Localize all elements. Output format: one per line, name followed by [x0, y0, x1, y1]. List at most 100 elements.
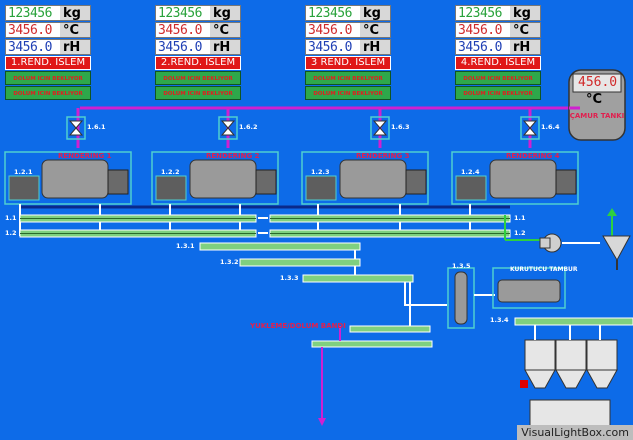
conveyor-1-3-1[interactable] — [199, 242, 361, 251]
conveyor-1-1-left[interactable] — [19, 214, 257, 223]
temp-unit: °C — [63, 22, 80, 38]
status-line-1: DOLUM ICIN BEKLIYOR — [155, 71, 241, 85]
weight-unit: kg — [63, 5, 81, 21]
conveyor-1-2-left[interactable] — [19, 229, 257, 238]
watermark: VisualLightBox.com — [517, 425, 633, 440]
cyclone — [602, 235, 631, 270]
humidity-unit: rH — [63, 39, 81, 55]
temp-value: 3456.0 — [6, 23, 60, 38]
temp-unit: °C — [363, 22, 380, 38]
humidity-value: 3456.0 — [156, 40, 210, 55]
conveyor-tag-1-1-left: 1.1 — [5, 214, 17, 222]
conveyor-1-1-right[interactable] — [269, 214, 511, 223]
status-line-2: DOLUM ICIN BEKLIYOR — [455, 86, 541, 100]
humidity-unit: rH — [363, 39, 381, 55]
conveyor-1-3-3[interactable] — [302, 274, 414, 283]
process-title-button[interactable]: 4.REND. ISLEM — [455, 56, 541, 70]
humidity-unit: rH — [513, 39, 531, 55]
machine-label-3: RENDERING 3 — [356, 152, 410, 160]
temp-value: 3456.0 — [156, 23, 210, 38]
weight-value: 123456 — [6, 6, 60, 21]
machine-id-1: 1.2.1 — [14, 168, 33, 176]
status-line-2: DOLUM ICIN BEKLIYOR — [155, 86, 241, 100]
tank-label: ÇAMUR TANKI — [569, 112, 625, 120]
valve-1-6-4[interactable] — [520, 116, 540, 140]
conveyor-out-1[interactable] — [349, 325, 431, 333]
fan[interactable] — [539, 233, 562, 253]
conveyor-tag-1-3-1: 1.3.1 — [176, 242, 195, 250]
temp-row: 3456.0°C — [455, 22, 541, 38]
tank-temp-value: 456.0 — [578, 75, 618, 90]
weight-value: 123456 — [456, 6, 510, 21]
temp-value: 3456.0 — [456, 23, 510, 38]
conveyor-1-3-2[interactable] — [239, 258, 361, 267]
status-line-2: DOLUM ICIN BEKLIYOR — [305, 86, 391, 100]
valve-tag-4: 1.6.4 — [541, 123, 560, 131]
conveyor-tag-1-2-left: 1.2 — [5, 229, 17, 237]
temp-unit: °C — [513, 22, 530, 38]
conveyor-tag-1-1-right: 1.1 — [514, 214, 526, 222]
machine-1[interactable] — [4, 151, 132, 205]
humidity-value: 3456.0 — [306, 40, 360, 55]
temp-row: 3456.0°C — [305, 22, 391, 38]
weight-value: 123456 — [306, 6, 360, 21]
valve-1-6-2[interactable] — [218, 116, 238, 140]
conveyor-out-2[interactable] — [311, 340, 433, 348]
status-line-1: DOLUM ICIN BEKLIYOR — [5, 71, 91, 85]
loading-band-label: YUKLEME/DOLUM BANDI — [250, 322, 346, 330]
machine-id-3: 1.2.3 — [311, 168, 330, 176]
temp-value: 3456.0 — [306, 23, 360, 38]
conveyor-1-2-right[interactable] — [269, 229, 511, 238]
status-line-2: DOLUM ICIN BEKLIYOR — [5, 86, 91, 100]
machine-id-2: 1.2.2 — [161, 168, 180, 176]
machine-label-2: RENDERING 2 — [206, 152, 260, 160]
valve-1-6-3[interactable] — [370, 116, 390, 140]
conveyor-tag-1-3-3: 1.3.3 — [280, 274, 299, 282]
machine-label-4: RENDERING 4 — [506, 152, 560, 160]
silos — [520, 325, 618, 440]
conveyor-tag-1-3-4: 1.3.4 — [490, 316, 509, 324]
humidity-value: 3456.0 — [456, 40, 510, 55]
humidity-unit: rH — [213, 39, 231, 55]
conveyor-tag-1-2-right: 1.2 — [514, 229, 526, 237]
conveyor-tag-1-3-2: 1.3.2 — [220, 258, 239, 266]
humidity-value: 3456.0 — [6, 40, 60, 55]
machine-3[interactable] — [301, 151, 429, 205]
status-line-1: DOLUM ICIN BEKLIYOR — [455, 71, 541, 85]
valve-tag-2: 1.6.2 — [239, 123, 258, 131]
conveyor-tag-1-3-5: 1.3.5 — [452, 262, 471, 270]
process-title-button[interactable]: 2.REND. ISLEM — [155, 56, 241, 70]
conveyor-1-3-4[interactable] — [514, 317, 633, 326]
machine-label-1: RENDERING 1 — [58, 152, 112, 160]
valve-1-6-1[interactable] — [66, 116, 86, 140]
mud-tank[interactable] — [568, 69, 626, 141]
elevator-1-3-5[interactable] — [447, 267, 475, 329]
temp-unit: °C — [213, 22, 230, 38]
temp-row: 3456.0°C — [155, 22, 241, 38]
weight-unit: kg — [513, 5, 531, 21]
machine-2[interactable] — [151, 151, 279, 205]
weight-value: 123456 — [156, 6, 210, 21]
tank-temp-unit: °C — [586, 92, 603, 107]
machine-4[interactable] — [451, 151, 579, 205]
process-title-button[interactable]: 3 REND. ISLEM — [305, 56, 391, 70]
machine-id-4: 1.2.4 — [461, 168, 480, 176]
weight-unit: kg — [363, 5, 381, 21]
process-title-button[interactable]: 1.REND. ISLEM — [5, 56, 91, 70]
valve-tag-3: 1.6.3 — [391, 123, 410, 131]
valve-tag-1: 1.6.1 — [87, 123, 106, 131]
dryer-drum[interactable] — [492, 267, 566, 309]
status-line-1: DOLUM ICIN BEKLIYOR — [305, 71, 391, 85]
